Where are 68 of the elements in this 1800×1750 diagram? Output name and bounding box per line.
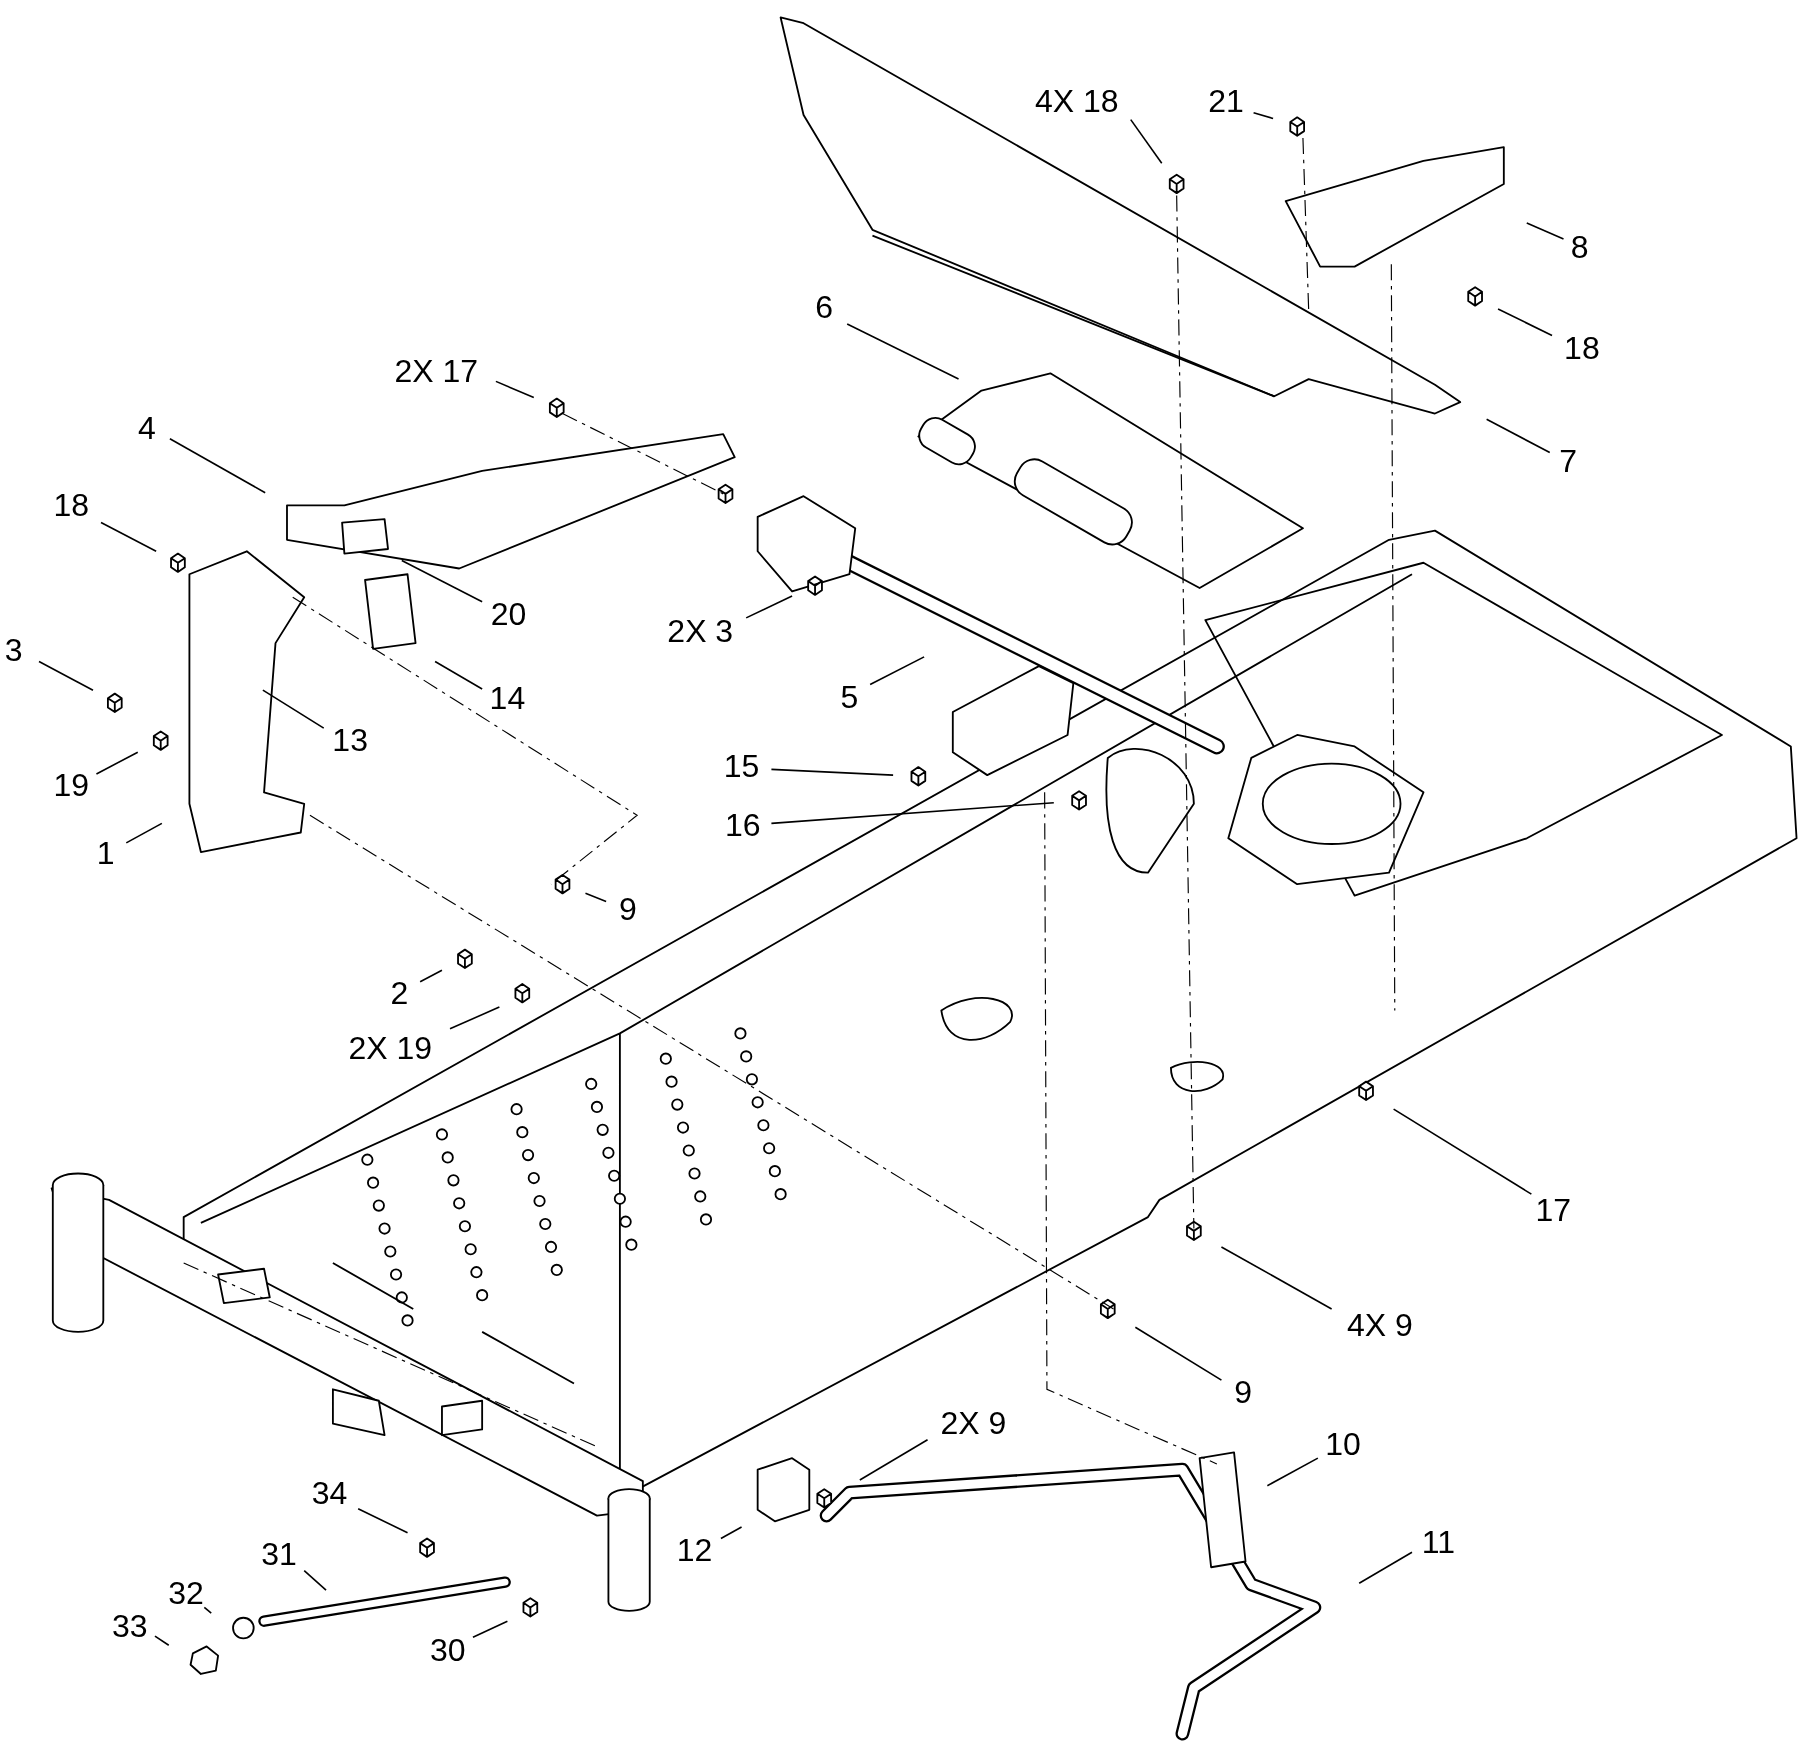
callout-number: 10 [1325,1428,1361,1461]
leader-line [262,689,325,729]
leader-line [303,1569,327,1591]
leader-line [1266,1457,1319,1487]
callout-number: 19 [53,769,89,802]
leader-line [1252,111,1274,120]
leader-line [154,1635,170,1647]
leader-line [401,559,483,603]
callout-number: 2X 9 [940,1407,1007,1440]
leader-line [584,892,607,903]
callout-number: 16 [724,809,761,842]
callout-number: 9 [619,893,637,926]
callout-number: 33 [111,1609,148,1642]
leader-line [203,1606,213,1614]
callout-number: 2X 3 [667,615,734,648]
callout-number: 18 [1564,331,1600,364]
leader-line [472,1620,509,1639]
leader-line [720,1526,743,1540]
callout-number: 12 [676,1533,713,1566]
callout-number: 3 [4,633,23,666]
leader-line [1134,1326,1223,1381]
callout-number: 1 [96,836,115,869]
callout-number: 15 [723,749,760,782]
callout-number: 4X 18 [1034,85,1119,117]
callout-number: 34 [311,1477,348,1510]
leader-line [419,969,443,983]
leader-line [100,521,157,553]
leader-line [449,1006,501,1030]
callout-number: 14 [489,681,526,714]
callout-number: 5 [840,680,859,713]
leader-line [38,660,94,691]
callout-number: 2X 17 [394,354,479,387]
leader-line [434,660,483,690]
leader-line [1485,418,1551,454]
leader-line [169,437,266,494]
leader-line [1220,1246,1333,1310]
callout-number: 17 [1535,1193,1571,1226]
leader-line [125,822,163,844]
callout-number: 18 [53,489,89,522]
leader-line [846,323,960,380]
callout-number: 2 [390,977,409,1009]
leader-line [859,1439,929,1481]
callout-number: 20 [490,598,527,631]
callout-number: 6 [815,290,834,323]
callout-number: 8 [1570,230,1589,263]
leader-line [357,1507,409,1534]
leader-line [745,595,793,619]
leader-line [495,380,535,399]
callout-number: 2X 19 [348,1032,433,1065]
leader-line [1526,222,1565,240]
leader-line [1358,1551,1413,1585]
callout-number: 32 [168,1577,204,1610]
leader-line [770,768,894,776]
leader-line [95,751,139,775]
callout-number: 21 [1208,85,1244,117]
leader-line [1129,118,1163,165]
leader-line [1392,1108,1533,1195]
leader-line [1497,308,1553,337]
callout-number: 4 [138,412,156,445]
callout-number: 7 [1559,445,1577,478]
callout-number: 30 [429,1633,466,1666]
callout-number: 9 [1234,1376,1253,1409]
callout-number: 11 [1421,1525,1455,1558]
leader-line [869,656,925,686]
callout-number: 13 [332,724,368,757]
leader-line [770,801,1055,825]
callout-number: 31 [261,1538,297,1571]
callout-number: 4X 9 [1346,1308,1413,1341]
